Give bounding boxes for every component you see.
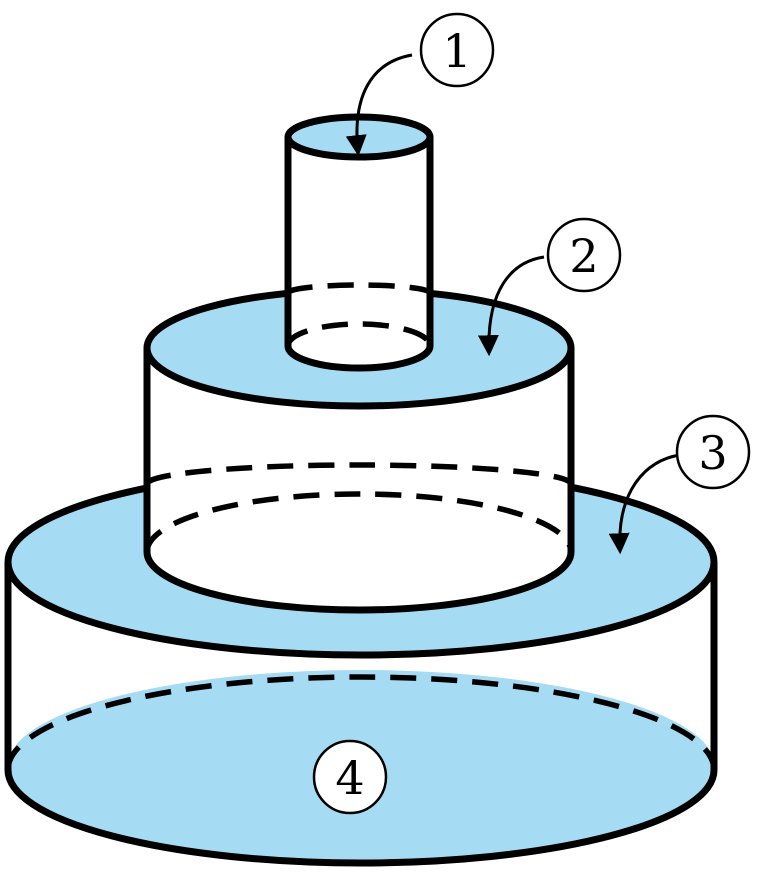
- middle-bottom-hidden-edge: [144, 491, 574, 553]
- label-3-text: 3: [698, 426, 727, 480]
- label-4-text: 4: [335, 751, 364, 805]
- label-4: 4: [312, 739, 388, 815]
- middle-body: [147, 348, 571, 610]
- top-cylinder: [284, 113, 434, 372]
- label-2-text: 2: [569, 229, 598, 283]
- top-body: [288, 137, 430, 368]
- bottom-base-front-edge: [4, 769, 718, 867]
- top-bottom-front-edge: [284, 345, 434, 372]
- bottom-base-hidden-edge: [5, 674, 717, 771]
- middle-cylinder: [143, 286, 575, 614]
- label-1-text: 1: [442, 24, 471, 78]
- top-intersection-hidden-edge: [285, 282, 433, 295]
- middle-intersection-hidden-edge: [144, 462, 574, 485]
- middle-bottom-front-edge: [143, 551, 575, 614]
- arrow-label-3: [608, 453, 681, 555]
- label-3: 3: [675, 414, 751, 490]
- arrow-label-1: [345, 53, 413, 157]
- label-1: 1: [419, 12, 495, 88]
- bottom-cylinder: [4, 465, 718, 867]
- arrow-label-2: [477, 255, 545, 357]
- label-2: 2: [546, 217, 622, 293]
- top-bottom-hidden-edge: [285, 321, 433, 347]
